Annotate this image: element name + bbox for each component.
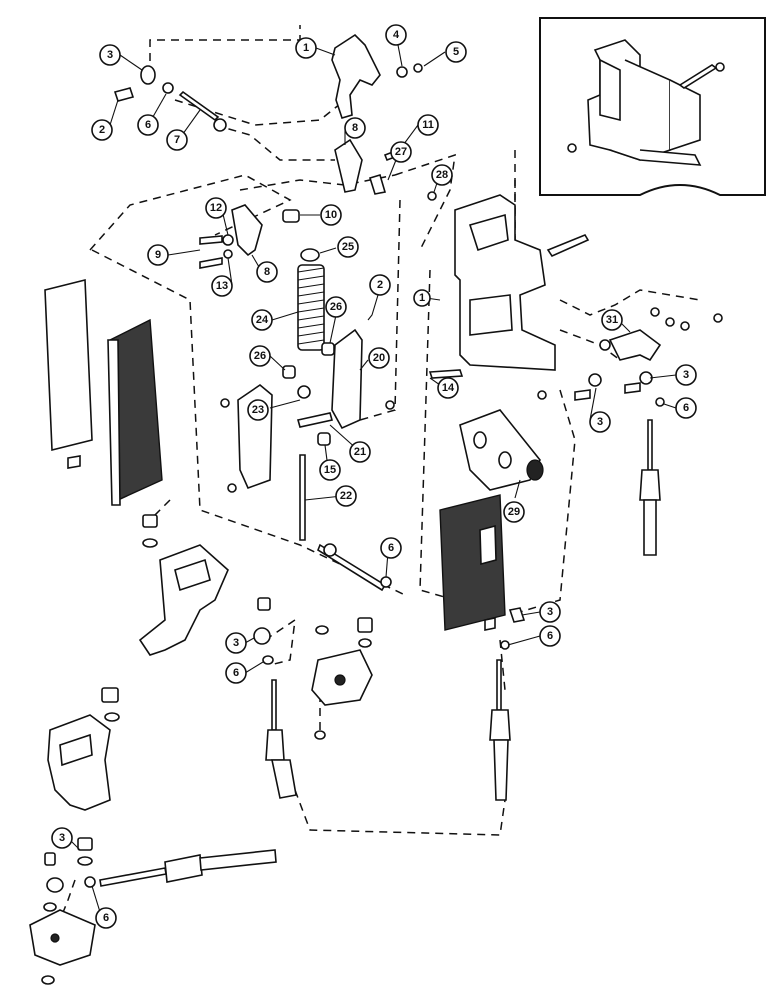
center-linkage-parts (220, 328, 395, 592)
callout-3e: 3 (225, 632, 247, 654)
svg-text:11: 11 (422, 119, 434, 131)
svg-text:15: 15 (324, 464, 336, 476)
svg-text:3: 3 (597, 416, 603, 428)
svg-text:24: 24 (256, 314, 269, 326)
svg-text:1: 1 (419, 292, 425, 304)
callout-3: 3 (99, 44, 121, 66)
callout-3d: 3 (539, 601, 561, 623)
svg-text:28: 28 (436, 169, 448, 181)
svg-text:8: 8 (352, 122, 358, 134)
svg-text:3: 3 (233, 637, 239, 649)
callout-11: 11 (417, 114, 439, 136)
callout-10: 10 (320, 204, 342, 226)
svg-text:3: 3 (683, 369, 689, 381)
svg-text:20: 20 (373, 352, 385, 364)
svg-text:6: 6 (683, 402, 689, 414)
svg-text:26: 26 (330, 301, 342, 313)
callout-15: 15 (319, 459, 341, 481)
svg-text:29: 29 (508, 506, 520, 518)
bottom-left-parts (29, 837, 277, 985)
callout-31: 31 (601, 309, 623, 331)
callout-3b: 3 (675, 364, 697, 386)
callout-27: 27 (390, 141, 412, 163)
svg-text:2: 2 (99, 124, 105, 136)
callout-8: 8 (344, 117, 366, 139)
svg-text:13: 13 (216, 280, 228, 292)
callout-21: 21 (349, 441, 371, 463)
callout-23: 23 (247, 399, 269, 421)
svg-text:6: 6 (145, 119, 151, 131)
callout-28: 28 (431, 164, 453, 186)
svg-text:23: 23 (252, 404, 264, 416)
callout-4: 4 (385, 24, 407, 46)
svg-text:6: 6 (388, 542, 394, 554)
right-cover (439, 494, 526, 650)
svg-text:12: 12 (210, 202, 222, 214)
spring (297, 264, 325, 351)
callout-12: 12 (205, 197, 227, 219)
callout-7: 7 (166, 129, 188, 151)
svg-text:2: 2 (377, 279, 383, 291)
svg-text:27: 27 (395, 146, 407, 158)
svg-text:6: 6 (233, 667, 239, 679)
svg-text:21: 21 (354, 446, 366, 458)
main-bracket (428, 194, 590, 400)
right-cable (639, 419, 661, 556)
callout-5: 5 (445, 41, 467, 63)
callout-6f: 6 (95, 907, 117, 929)
svg-text:14: 14 (442, 382, 455, 394)
svg-text:10: 10 (325, 209, 337, 221)
right-lever-assembly (574, 307, 723, 407)
left-lower-brackets (47, 514, 229, 811)
svg-text:6: 6 (103, 912, 109, 924)
callout-20: 20 (368, 347, 390, 369)
center-lower-parts (253, 597, 511, 801)
callout-1b: 1 (413, 289, 431, 307)
callout-6b: 6 (380, 537, 402, 559)
callout-24: 24 (251, 309, 273, 331)
svg-text:1: 1 (303, 42, 309, 54)
svg-text:8: 8 (264, 266, 270, 278)
svg-text:6: 6 (547, 630, 553, 642)
callout-8b: 8 (256, 261, 278, 283)
upper-linkage-parts (113, 33, 437, 379)
svg-text:26: 26 (254, 350, 266, 362)
callout-29: 29 (503, 501, 525, 523)
svg-text:31: 31 (606, 314, 618, 326)
callout-22: 22 (335, 485, 357, 507)
inset-detail (539, 17, 766, 196)
left-cover-parts (44, 278, 163, 506)
callout-6e: 6 (225, 662, 247, 684)
callout-6: 6 (137, 114, 159, 136)
svg-text:5: 5 (453, 46, 459, 58)
svg-text:3: 3 (107, 49, 113, 61)
callout-26: 26 (325, 296, 347, 318)
callout-26b: 26 (249, 345, 271, 367)
svg-text:7: 7 (174, 134, 180, 146)
svg-text:3: 3 (547, 606, 553, 618)
svg-text:4: 4 (393, 29, 400, 41)
callouts: 1 3 4 5 2 6 7 8 11 27 28 12 10 9 8 13 25… (51, 24, 697, 929)
svg-text:25: 25 (342, 241, 354, 253)
callout-3f: 3 (51, 827, 73, 849)
svg-text:3: 3 (59, 832, 65, 844)
callout-6d: 6 (539, 625, 561, 647)
callout-1: 1 (295, 37, 317, 59)
callout-13: 13 (211, 275, 233, 297)
callout-2: 2 (91, 119, 113, 141)
callout-9: 9 (147, 244, 169, 266)
callout-14: 14 (437, 377, 459, 399)
callout-6c: 6 (675, 397, 697, 419)
callout-2b: 2 (369, 274, 391, 296)
callout-25: 25 (337, 236, 359, 258)
svg-text:9: 9 (155, 249, 161, 261)
valve (459, 409, 544, 491)
svg-text:22: 22 (340, 490, 352, 502)
callout-3c: 3 (589, 411, 611, 433)
